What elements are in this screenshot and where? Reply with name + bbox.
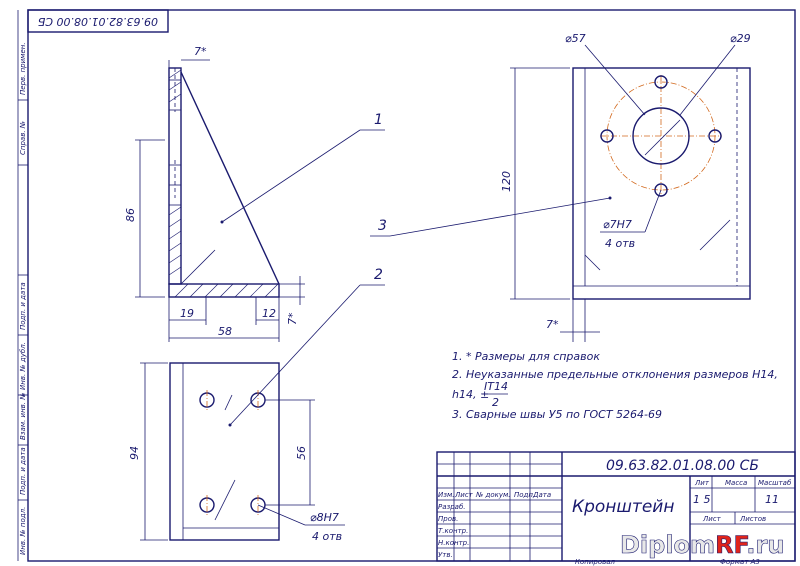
stamp-code: 09.63.82.01.08.00 СБ [606,458,759,474]
header-col-1: Лит [694,479,710,487]
front-view: ⌀57 ⌀29 120 7* ⌀7H7 4 отв 3 [370,32,751,342]
note-3: 3. Сварные швы У5 по ГОСТ 5264-69 [452,408,662,421]
front-hole-3 [600,129,614,143]
side-column-6: Подп. и дата [19,447,27,495]
front-dim-7: 7* [546,318,559,331]
side-dim-12: 12 [262,307,276,320]
lists-label: Листов [739,515,766,523]
watermark-part-1: Diplom [620,531,715,559]
role-3: Т.контр. [438,527,468,535]
watermark-logo: DiplomRF.ru [620,531,785,560]
rev-col-3: № докум. [475,491,511,499]
front-hole-1 [654,75,668,89]
bottom-hole-count: 4 отв [312,530,342,543]
side-view: 7* 86 19 58 12 7* 1 [124,45,385,342]
side-dim-7: 7* [286,312,299,325]
side-column-2: Справ. № [19,121,27,155]
side-callout: 1 [374,112,383,128]
side-column-4: Инв. № дубл. [19,342,27,390]
note-frac-num: IT14 [484,380,508,393]
front-dim-29: ⌀29 [730,32,751,45]
watermark-part-3: .ru [746,531,784,559]
bottom-view: 94 56 ⌀8H7 4 отв 2 [128,267,385,543]
role-1: Разраб. [438,503,466,511]
rev-col-5: Дата [532,491,551,499]
bottom-hole-note: ⌀8H7 [310,511,339,524]
front-hole-count: 4 отв [605,237,635,250]
role-4: Н.контр. [438,539,469,547]
note-2b: h14, ± [452,388,489,401]
central-bore [632,107,690,165]
top-code: 09.63.82.01.08.00 СБ [38,15,158,28]
title-block: Изм. Лист № докум. Подп. Дата Разраб. Пр… [436,451,796,566]
bottom-dim-56: 56 [295,446,308,460]
stamp-title: Кронштейн [572,497,674,517]
sheet-frame [27,9,796,562]
sheet-total: 11 [765,493,779,506]
side-dim-height: 86 [124,208,137,222]
side-dim-58: 58 [218,325,232,338]
header-col-2: Масса [725,479,747,487]
side-dim-19: 19 [180,307,194,320]
rev-col-4: Подп. [514,491,535,499]
note-1: 1. * Размеры для справок [452,350,600,363]
front-dim-120: 120 [500,171,513,192]
front-dim-57: ⌀57 [565,32,586,45]
side-column-7: Инв. № подл. [19,507,27,555]
technical-notes: 1. * Размеры для справок 2. Неуказанные … [452,350,778,421]
front-hole-note: ⌀7H7 [603,218,632,231]
side-column-3: Подп. и дата [19,282,27,330]
front-callout: 3 [378,218,387,234]
rev-col-2: Лист [454,491,474,499]
svg-text:DiplomRF.ru: DiplomRF.ru [620,531,784,559]
side-dim-top: 7* [194,45,207,58]
format-label: Формат А3 [720,558,760,566]
note-frac-den: 2 [492,396,499,409]
note-2a: 2. Неуказанные предельные отклонения раз… [452,368,778,381]
side-column-1: Перв. примен. [19,42,27,95]
header-col-3: Масштаб [758,479,792,487]
bottom-callout: 2 [374,267,383,283]
front-hole-4 [708,129,722,143]
sheet-number: 1 5 [693,493,711,506]
role-2: Пров. [438,515,458,523]
copied-label: Копировал [575,558,616,566]
rev-col-1: Изм. [438,491,454,499]
bottom-dim-height: 94 [128,446,141,460]
list-label: Лист [702,515,722,523]
side-columns: Перв. примен. Справ. № Подп. и дата Инв.… [18,42,28,555]
side-column-5: Взам. инв. № [19,392,27,440]
top-code-box [27,9,169,33]
watermark-part-2: RF [715,531,748,559]
role-5: Утв. [438,551,453,559]
front-hole-2 [654,183,668,197]
